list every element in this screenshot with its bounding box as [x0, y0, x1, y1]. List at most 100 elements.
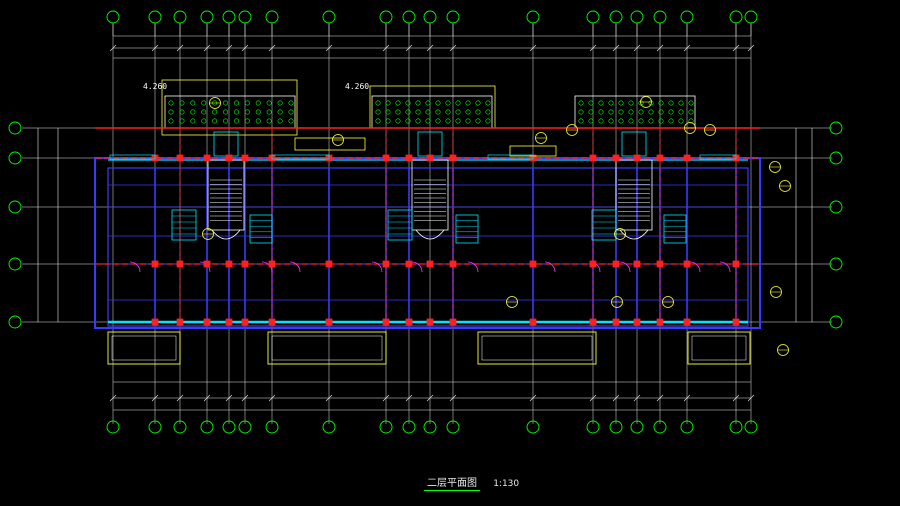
dimension-tick: [268, 394, 276, 402]
balcony-hatch: [475, 118, 481, 124]
balcony-hatch: [179, 109, 185, 115]
balcony-hatch: [425, 118, 431, 124]
axis-bubble: [200, 10, 214, 24]
dimension-tick: [325, 394, 333, 402]
axis-bubble: [609, 10, 623, 24]
balcony-hatch: [233, 109, 239, 115]
balcony-hatch: [668, 118, 674, 124]
dimension-tick: [656, 394, 664, 402]
dimension-tick: [203, 394, 211, 402]
balcony-hatch: [688, 109, 694, 115]
balcony-hatch: [255, 118, 261, 124]
column: [656, 154, 664, 162]
axis-bubble: [379, 420, 393, 434]
balconies: [107, 79, 751, 365]
balcony-hatch: [405, 118, 411, 124]
axis-bubble: [8, 257, 22, 271]
bathroom-fixture: [387, 209, 413, 241]
balcony-hatch: [425, 109, 431, 115]
dimension-tick: [683, 394, 691, 402]
axis-bubble: [630, 420, 644, 434]
column: [683, 318, 691, 326]
balcony-hatch: [179, 100, 185, 106]
balcony-hatch: [255, 100, 261, 106]
balcony-hatch: [375, 100, 381, 106]
balcony-hatch: [201, 109, 207, 115]
stair-landing-arc: [415, 229, 445, 240]
column: [683, 154, 691, 162]
balcony-hatch: [405, 109, 411, 115]
column: [405, 318, 413, 326]
balcony-hatch: [618, 118, 624, 124]
balcony-hatch: [405, 100, 411, 106]
dimension-tick: [241, 394, 249, 402]
dimension-tick: [612, 394, 620, 402]
axis-bubbles-left: [8, 121, 22, 329]
balcony-hatch: [201, 100, 207, 106]
balcony-hatch: [485, 109, 491, 115]
column: [529, 318, 537, 326]
column: [449, 154, 457, 162]
balcony-bottom: [267, 331, 387, 365]
axis-bubble: [526, 420, 540, 434]
balcony-hatch: [168, 118, 174, 124]
axis-bubble: [744, 10, 758, 24]
balcony-hatch: [628, 118, 634, 124]
dimension-tick: [732, 44, 740, 52]
axis-bubble: [423, 420, 437, 434]
axis-bubble: [526, 10, 540, 24]
balcony-hatch: [455, 118, 461, 124]
balcony-hatch: [598, 109, 604, 115]
dimension-tick: [382, 44, 390, 52]
column: [589, 260, 597, 268]
axis-bubble: [8, 151, 22, 165]
balcony-hatch: [465, 100, 471, 106]
balcony-hatch: [658, 118, 664, 124]
axis-bubble: [106, 420, 120, 434]
column: [268, 260, 276, 268]
balcony-hatch: [435, 109, 441, 115]
column: [382, 260, 390, 268]
axis-bubble: [744, 420, 758, 434]
balcony-hatch: [385, 118, 391, 124]
axis-bubbles-right: [829, 121, 843, 329]
axis-bubble: [423, 10, 437, 24]
dimension-tick: [151, 394, 159, 402]
balcony-hatch: [435, 118, 441, 124]
column: [325, 318, 333, 326]
axis-bubble: [8, 315, 22, 329]
door-swing: [289, 261, 301, 273]
column: [405, 154, 413, 162]
bathroom-fixture: [249, 214, 273, 244]
balcony-bottom-inner: [691, 335, 747, 361]
dimension-tick: [405, 394, 413, 402]
column: [426, 154, 434, 162]
balcony-hatch: [678, 109, 684, 115]
stair-landing-arc: [619, 229, 649, 240]
window: [109, 154, 156, 160]
axis-bubble: [238, 420, 252, 434]
balcony-hatch: [277, 100, 283, 106]
column: [656, 318, 664, 326]
dimension-tick: [633, 394, 641, 402]
balcony-hatch: [223, 109, 229, 115]
axis-bubble: [630, 10, 644, 24]
axis-bubble: [265, 420, 279, 434]
balcony-hatch: [658, 100, 664, 106]
dimension-tick: [612, 44, 620, 52]
axis-bubble: [653, 420, 667, 434]
balcony-hatch: [688, 118, 694, 124]
dimension-tick: [426, 44, 434, 52]
axis-bubble: [653, 10, 667, 24]
dimension-tick: [176, 44, 184, 52]
drawing-scale: 1:130: [493, 479, 520, 489]
axis-bubble: [238, 10, 252, 24]
dimension-tick: [405, 44, 413, 52]
balcony-hatch: [598, 118, 604, 124]
column: [225, 154, 233, 162]
balcony-hatch: [190, 118, 196, 124]
axis-bubble: [8, 200, 22, 214]
column: [449, 260, 457, 268]
balcony-hatch: [435, 100, 441, 106]
balcony-hatch: [244, 100, 250, 106]
